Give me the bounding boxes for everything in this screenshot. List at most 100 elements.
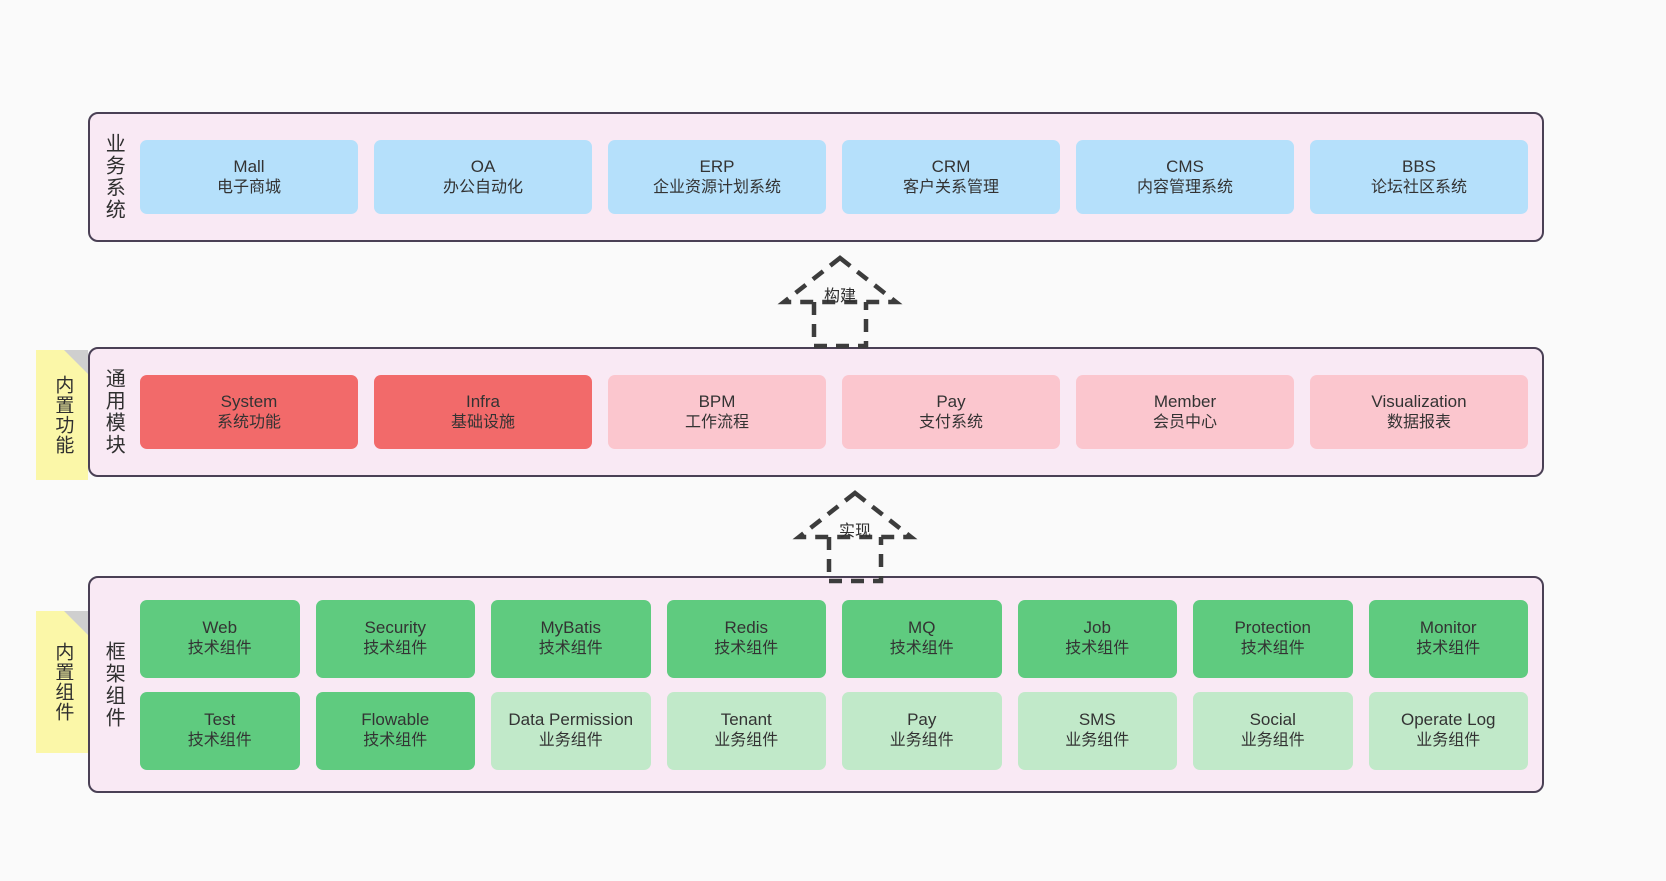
sticky-note-builtin-components: 内置组件 bbox=[36, 611, 88, 753]
node-bbs[interactable]: BBS 论坛社区系统 bbox=[1310, 140, 1528, 214]
node-mybatis[interactable]: MyBatis 技术组件 bbox=[491, 599, 651, 678]
node-flowable[interactable]: Flowable 技术组件 bbox=[315, 691, 475, 770]
node-title: Member bbox=[1153, 391, 1217, 411]
node-title: ERP bbox=[699, 156, 735, 176]
node-subtitle: 业务组件 bbox=[889, 732, 954, 750]
node-title: MQ bbox=[908, 618, 936, 638]
node-subtitle: 系统功能 bbox=[216, 413, 281, 431]
sticky-note-builtin-features: 内置功能 bbox=[36, 350, 88, 480]
node-crm[interactable]: CRM 客户关系管理 bbox=[842, 140, 1060, 214]
node-subtitle: 技术组件 bbox=[1240, 640, 1305, 658]
node-web[interactable]: Web 技术组件 bbox=[140, 599, 300, 678]
layer-body: System 系统功能 Infra 基础设施 BPM 工作流程 Pay 支付系统… bbox=[136, 349, 1542, 475]
layer-business-systems: 业务系统 Mall 电子商城 OA 办公自动化 ERP 企业资源计划系统 CRM… bbox=[88, 112, 1544, 242]
cell-row: Web 技术组件 Security 技术组件 MyBatis 技术组件 Redi… bbox=[140, 599, 1528, 678]
node-monitor[interactable]: Monitor 技术组件 bbox=[1368, 599, 1528, 678]
node-title: Pay bbox=[936, 391, 966, 411]
node-cms[interactable]: CMS 内容管理系统 bbox=[1076, 140, 1294, 214]
node-member[interactable]: Member 会员中心 bbox=[1076, 375, 1294, 449]
node-title: Data Permission bbox=[508, 710, 634, 730]
node-subtitle: 基础设施 bbox=[450, 413, 515, 431]
node-subtitle: 业务组件 bbox=[1240, 732, 1305, 750]
layer-title: 通用模块 bbox=[102, 368, 125, 456]
node-oa[interactable]: OA 办公自动化 bbox=[374, 140, 592, 214]
relation-arrow-implement: 实现 bbox=[775, 487, 935, 585]
node-subtitle: 技术组件 bbox=[187, 640, 252, 658]
sticky-note-label: 内置组件 bbox=[52, 642, 74, 722]
sticky-note-label: 内置功能 bbox=[52, 375, 74, 455]
layer-title: 框架组件 bbox=[102, 640, 125, 729]
node-subtitle: 技术组件 bbox=[187, 732, 252, 750]
node-job[interactable]: Job 技术组件 bbox=[1017, 599, 1177, 678]
layer-body: Web 技术组件 Security 技术组件 MyBatis 技术组件 Redi… bbox=[136, 578, 1542, 791]
node-sms[interactable]: SMS 业务组件 bbox=[1017, 691, 1177, 770]
node-subtitle: 技术组件 bbox=[1065, 640, 1130, 658]
node-title: BBS bbox=[1401, 156, 1437, 176]
node-social[interactable]: Social 业务组件 bbox=[1193, 691, 1353, 770]
layer-title: 业务系统 bbox=[102, 133, 125, 221]
node-subtitle: 工作流程 bbox=[684, 413, 749, 431]
node-title: Visualization bbox=[1371, 391, 1467, 411]
node-subtitle: 企业资源计划系统 bbox=[652, 178, 781, 196]
node-title: MyBatis bbox=[540, 618, 601, 638]
node-pay-module[interactable]: Pay 支付系统 bbox=[842, 375, 1060, 449]
relation-label: 实现 bbox=[838, 523, 872, 540]
node-title: System bbox=[220, 391, 278, 411]
node-system[interactable]: System 系统功能 bbox=[140, 375, 358, 449]
layer-body: Mall 电子商城 OA 办公自动化 ERP 企业资源计划系统 CRM 客户关系… bbox=[136, 114, 1542, 240]
node-infra[interactable]: Infra 基础设施 bbox=[374, 375, 592, 449]
node-mall[interactable]: Mall 电子商城 bbox=[140, 140, 358, 214]
node-mq[interactable]: MQ 技术组件 bbox=[842, 599, 1002, 678]
node-title: CMS bbox=[1166, 156, 1204, 176]
node-title: Job bbox=[1083, 618, 1111, 638]
layer-framework-components: 框架组件 Web 技术组件 Security 技术组件 MyBatis 技术组件… bbox=[88, 576, 1544, 793]
node-subtitle: 论坛社区系统 bbox=[1370, 178, 1467, 196]
node-pay-component[interactable]: Pay 业务组件 bbox=[842, 691, 1002, 770]
node-subtitle: 客户关系管理 bbox=[902, 178, 999, 196]
node-subtitle: 办公自动化 bbox=[442, 178, 523, 196]
node-subtitle: 技术组件 bbox=[889, 640, 954, 658]
node-subtitle: 会员中心 bbox=[1152, 413, 1217, 431]
node-operate-log[interactable]: Operate Log 业务组件 bbox=[1368, 691, 1528, 770]
node-title: SMS bbox=[1078, 710, 1116, 730]
node-subtitle: 技术组件 bbox=[714, 640, 779, 658]
dashed-hollow-arrow-icon bbox=[777, 255, 903, 349]
node-subtitle: 技术组件 bbox=[538, 640, 603, 658]
node-visualization[interactable]: Visualization 数据报表 bbox=[1310, 375, 1528, 449]
node-subtitle: 支付系统 bbox=[918, 413, 983, 431]
node-title: Flowable bbox=[361, 710, 430, 730]
node-title: Test bbox=[204, 710, 236, 730]
node-title: Protection bbox=[1234, 618, 1312, 638]
node-title: Operate Log bbox=[1400, 710, 1496, 730]
node-subtitle: 电子商城 bbox=[216, 178, 281, 196]
node-erp[interactable]: ERP 企业资源计划系统 bbox=[608, 140, 826, 214]
node-title: Web bbox=[202, 618, 238, 638]
dashed-hollow-arrow-icon bbox=[792, 490, 918, 584]
node-subtitle: 内容管理系统 bbox=[1136, 178, 1233, 196]
node-subtitle: 业务组件 bbox=[1416, 732, 1481, 750]
node-subtitle: 业务组件 bbox=[1065, 732, 1130, 750]
node-title: Pay bbox=[907, 710, 937, 730]
node-redis[interactable]: Redis 技术组件 bbox=[666, 599, 826, 678]
node-title: Infra bbox=[465, 391, 501, 411]
node-security[interactable]: Security 技术组件 bbox=[315, 599, 475, 678]
node-data-permission[interactable]: Data Permission 业务组件 bbox=[491, 691, 651, 770]
node-title: Monitor bbox=[1419, 618, 1477, 638]
node-protection[interactable]: Protection 技术组件 bbox=[1193, 599, 1353, 678]
node-title: BPM bbox=[698, 391, 736, 411]
node-test[interactable]: Test 技术组件 bbox=[140, 691, 300, 770]
node-title: Security bbox=[364, 618, 426, 638]
node-title: Social bbox=[1249, 710, 1296, 730]
node-subtitle: 技术组件 bbox=[1416, 640, 1481, 658]
node-title: Redis bbox=[724, 618, 768, 638]
relation-label: 构建 bbox=[823, 288, 857, 305]
node-bpm[interactable]: BPM 工作流程 bbox=[608, 375, 826, 449]
node-title: OA bbox=[470, 156, 496, 176]
node-title: CRM bbox=[931, 156, 971, 176]
node-tenant[interactable]: Tenant 业务组件 bbox=[666, 691, 826, 770]
cell-row: System 系统功能 Infra 基础设施 BPM 工作流程 Pay 支付系统… bbox=[140, 375, 1528, 449]
cell-row: Test 技术组件 Flowable 技术组件 Data Permission … bbox=[140, 691, 1528, 770]
relation-arrow-build: 构建 bbox=[760, 252, 920, 350]
node-title: Mall bbox=[233, 156, 265, 176]
